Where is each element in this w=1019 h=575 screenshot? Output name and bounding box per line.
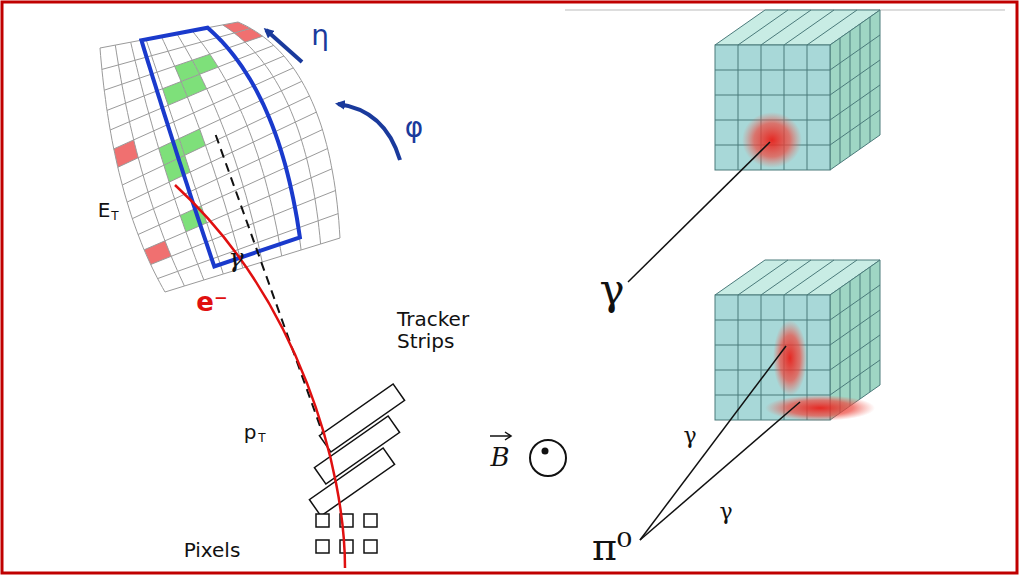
pion-shower-a xyxy=(773,320,807,396)
electron-track xyxy=(175,185,345,568)
axis-label: φ xyxy=(405,113,423,144)
phi-arrow xyxy=(338,104,400,160)
particle-label: γ xyxy=(228,244,244,273)
particle-label: e⁻ xyxy=(196,288,227,317)
field-label: B xyxy=(490,443,509,472)
photon-line xyxy=(628,142,770,282)
subscript: T xyxy=(111,210,118,223)
eta-arrow xyxy=(266,30,302,62)
pixel-detector xyxy=(316,514,377,553)
particle-label: γ xyxy=(719,500,732,524)
decay-photon-line xyxy=(640,346,786,540)
part-label: Tracker Strips xyxy=(397,308,507,352)
photon-shower xyxy=(742,112,802,168)
tracker-strips xyxy=(309,384,404,516)
subscript: T xyxy=(258,432,265,445)
calorimeter-blocks xyxy=(715,10,880,420)
field-symbol xyxy=(490,432,566,476)
particle-label: γ xyxy=(683,424,696,448)
particle-label: γ xyxy=(599,267,624,313)
particle-label: π⁰ xyxy=(592,527,632,569)
part-label: Pixels xyxy=(184,539,241,561)
axis-label: η xyxy=(311,21,329,52)
photon-track xyxy=(215,133,325,440)
quantity-label: p xyxy=(244,421,257,443)
calorimeter-grid xyxy=(100,22,340,292)
decay-photon-line xyxy=(640,402,800,540)
axis-label: E xyxy=(98,199,111,221)
